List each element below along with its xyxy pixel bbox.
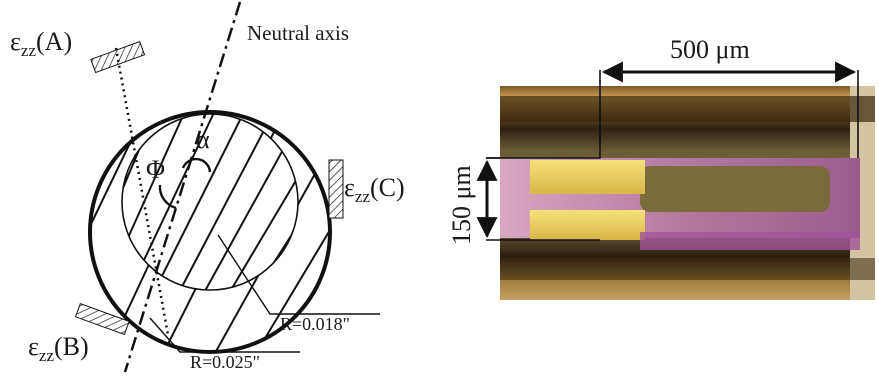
neutral-axis-line — [123, 1, 242, 373]
gauge-pad-c — [328, 159, 344, 219]
upper-dark-band — [500, 96, 875, 122]
inner-circle — [121, 113, 299, 291]
outer-radius-leader — [149, 317, 300, 353]
center-trace — [640, 166, 830, 212]
inner-radius-leader — [217, 234, 380, 315]
phi-arc — [158, 184, 177, 210]
cross-section-diagram: εzz(A) εzz(B) εzz(C) Neutral axis α Φ R=… — [10, 1, 405, 373]
gold-pad-lower — [530, 210, 645, 240]
gauge-a-label: εzz(A) — [10, 27, 72, 60]
outer-radius-label: R=0.025" — [190, 352, 260, 372]
alpha-label: α — [196, 125, 210, 154]
length-scale-bracket — [486, 70, 601, 159]
gauge-pad-a — [90, 40, 146, 74]
gauge-c-label: εzz(C) — [344, 173, 405, 206]
width-scale-label: 150 μm — [447, 165, 476, 245]
gauge-pad-b — [74, 302, 130, 336]
phi-label: Φ — [146, 155, 165, 184]
length-scale-label: 500 μm — [670, 35, 750, 64]
gauge-b-label: εzz(B) — [28, 332, 89, 365]
dotted-axis-line — [114, 47, 170, 336]
micrograph-panel: 500 μm 150 μm — [447, 35, 875, 300]
neutral-axis-label: Neutral axis — [247, 21, 349, 45]
gold-pad-upper — [530, 160, 645, 194]
lower-dark-band — [500, 258, 875, 280]
magenta-strip — [640, 232, 860, 250]
alpha-arc — [181, 157, 212, 173]
inner-radius-label: R=0.018" — [280, 314, 350, 334]
